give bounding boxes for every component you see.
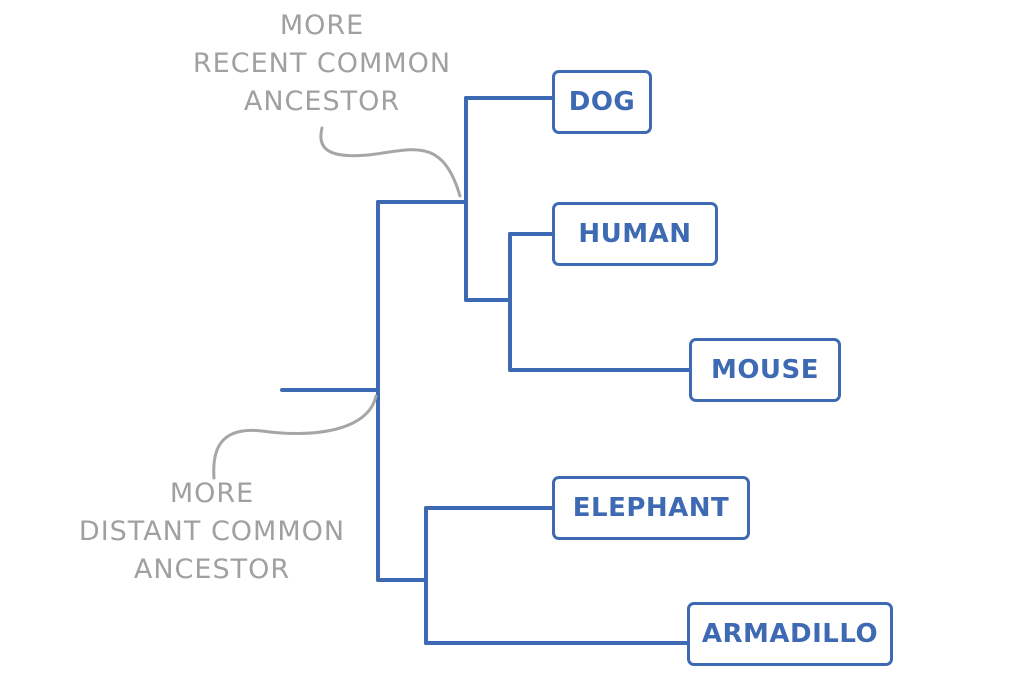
leaf-elephant-label: ELEPHANT (572, 493, 730, 523)
leaf-mouse: MOUSE (689, 338, 841, 402)
distant-annotation-line: ANCESTOR (133, 554, 291, 585)
recent-ancestor-annotation: MORE RECENT COMMON ANCESTOR (162, 7, 482, 121)
leaf-dog-label: DOG (568, 87, 636, 117)
leaf-elephant: ELEPHANT (552, 476, 750, 540)
leaf-human: HUMAN (552, 202, 718, 266)
distant-ancestor-annotation: MORE DISTANT COMMON ANCESTOR (52, 475, 372, 589)
recent-ancestor-pointer (319, 126, 462, 198)
distant-ancestor-pointer (212, 394, 378, 480)
leaf-mouse-label: MOUSE (710, 355, 820, 385)
leaf-armadillo-label: ARMADILLO (701, 619, 879, 649)
leaf-human-label: HUMAN (578, 219, 692, 249)
distant-annotation-line: DISTANT COMMON (78, 516, 346, 547)
leaf-armadillo: ARMADILLO (687, 602, 893, 666)
recent-annotation-line: RECENT COMMON (192, 48, 452, 79)
distant-annotation-line: MORE (169, 478, 255, 509)
recent-annotation-line: MORE (279, 10, 365, 41)
leaf-dog: DOG (552, 70, 652, 134)
recent-annotation-line: ANCESTOR (243, 86, 401, 117)
